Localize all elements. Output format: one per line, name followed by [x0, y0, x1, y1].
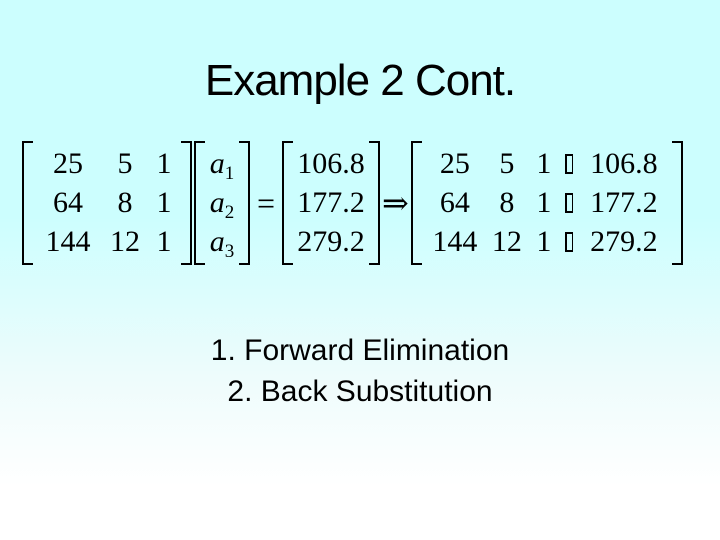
equals-sign: = — [257, 185, 276, 221]
matrix-cell: 8 — [117, 185, 133, 219]
matrix-cell: 64 — [53, 185, 83, 219]
missing-glyph-box-icon — [564, 154, 573, 175]
slide-title: Example 2 Cont. — [204, 56, 516, 105]
coefficient-matrix: 25 5 1 64 8 1 144 12 1 — [22, 141, 192, 265]
matrix-cell: 1 — [156, 224, 172, 258]
left-bracket — [410, 141, 422, 265]
matrix-cell: 12 — [110, 224, 140, 258]
matrix-cell: 64 — [439, 185, 470, 219]
matrix-cell: 106.8 — [590, 147, 658, 181]
matrix-cell: 5 — [117, 147, 133, 181]
matrix-cell: 1 — [536, 147, 552, 181]
matrix-cell: 144 — [45, 224, 91, 258]
right-bracket — [181, 141, 192, 265]
matrix-cell: a1 — [209, 147, 235, 185]
coefficient-matrix-grid: 25 5 1 64 8 1 144 12 1 — [33, 141, 181, 265]
matrix-cell: 25 — [53, 147, 83, 181]
matrix-cell: 279.2 — [590, 224, 658, 258]
missing-glyph-box-icon — [564, 231, 573, 252]
matrix-cell: 1 — [536, 185, 552, 219]
right-bracket — [671, 141, 683, 265]
unknown-vector: a1 a2 a3 — [194, 141, 250, 265]
matrix-cell: 1 — [536, 224, 552, 258]
left-bracket — [22, 141, 33, 265]
solution-steps: 1. Forward Elimination 2. Back Substitut… — [0, 330, 720, 412]
step-back-substitution: 2. Back Substitution — [227, 375, 493, 408]
right-bracket — [239, 141, 250, 265]
matrix-cell: 25 — [439, 147, 470, 181]
matrix-cell: 8 — [499, 185, 515, 219]
unknown-vector-grid: a1 a2 a3 — [205, 141, 239, 265]
matrix-cell: 5 — [499, 147, 515, 181]
matrix-cell: a3 — [209, 224, 235, 262]
matrix-cell: 1 — [156, 147, 172, 181]
matrix-cell: 1 — [156, 185, 172, 219]
matrix-cell: 144 — [432, 224, 478, 258]
matrix-cell: a2 — [209, 185, 235, 223]
missing-glyph-box-icon — [564, 192, 573, 213]
matrix-cell: 177.2 — [297, 185, 365, 219]
left-bracket — [194, 141, 205, 265]
matrix-cell: 106.8 — [297, 147, 365, 181]
step-forward-elimination: 1. Forward Elimination — [210, 334, 510, 367]
augmented-matrix-grid: 25 5 1 106.8 64 8 1 177.2 144 12 1 279.2 — [422, 141, 672, 265]
matrix-cell: 177.2 — [590, 185, 658, 219]
matrix-cell: 12 — [491, 224, 522, 258]
left-bracket — [282, 141, 294, 265]
implies-arrow-icon: ⇒ — [382, 184, 409, 222]
right-bracket — [369, 141, 381, 265]
rhs-vector: 106.8 177.2 279.2 — [282, 141, 381, 265]
augmented-matrix: 25 5 1 106.8 64 8 1 177.2 144 12 1 279.2 — [410, 141, 683, 265]
rhs-vector-grid: 106.8 177.2 279.2 — [293, 141, 369, 265]
matrix-equation: 25 5 1 64 8 1 144 12 1 a1 a2 a3 = — [22, 141, 683, 265]
matrix-cell: 279.2 — [297, 224, 365, 258]
